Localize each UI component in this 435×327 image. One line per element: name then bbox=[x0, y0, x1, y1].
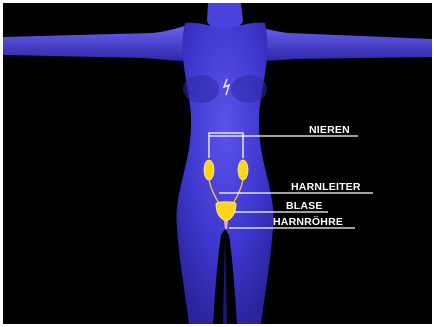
chest-shading-right bbox=[231, 75, 267, 103]
urinary-system-diagram: NIEREN HARNLEITER BLASE HARNRÖHRE bbox=[3, 3, 432, 324]
diagram-frame: NIEREN HARNLEITER BLASE HARNRÖHRE bbox=[3, 3, 432, 324]
chest-shading-left bbox=[183, 75, 219, 103]
label-ureters: HARNLEITER bbox=[291, 181, 361, 193]
right-kidney-icon bbox=[238, 160, 248, 180]
label-kidneys: NIEREN bbox=[309, 124, 350, 136]
left-kidney-icon bbox=[204, 160, 214, 180]
label-urethra: HARNRÖHRE bbox=[273, 215, 343, 228]
label-bladder: BLASE bbox=[286, 200, 323, 212]
neck bbox=[207, 3, 243, 29]
